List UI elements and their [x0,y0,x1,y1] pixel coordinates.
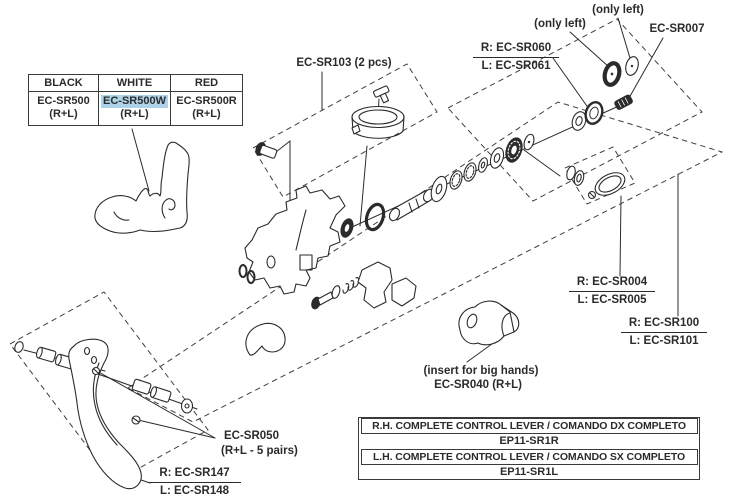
color-header-red: RED [171,75,242,92]
clamp-bolt-drawing [255,142,278,159]
label-ec-sr050: EC-SR050 [224,430,279,442]
pivot-linkage-drawing [311,261,417,310]
leader-hood [131,128,150,192]
lever-table-row-rh-code: EP11-SR1R [499,435,559,448]
pair-note: (R+L) [192,108,221,120]
color-cell-black: EC-SR500 (R+L) [29,92,99,125]
leader-sr060 [552,57,590,110]
label-ec-sr103: EC-SR103 (2 pcs) [296,57,392,69]
sr004-parts-drawing [566,165,626,200]
color-variants-table: BLACK WHITE RED EC-SR500 (R+L) EC-SR500W… [28,74,243,126]
group-box-lever [9,291,209,483]
leader-gear-to-sr004-box [523,149,561,177]
leader-sr007 [628,37,664,99]
complete-lever-table: R.H. COMPLETE CONTROL LEVER / COMANDO DX… [358,417,700,480]
color-cell-red: EC-SR500R (R+L) [171,92,242,125]
part-code: EC-SR500 [37,95,90,107]
label-ec-sr100: R: EC-SR100 [621,317,707,334]
leader-sr004 [619,195,622,277]
label-ec-sr147-148: R: EC-SR147 L: EC-SR148 [148,467,241,499]
axle-bolt-drawing [388,188,435,222]
label-ec-sr060: R: EC-SR060 [473,42,559,59]
leader-lines [96,17,679,484]
leader-sr050-a [137,419,216,439]
color-header-white: WHITE [99,75,171,92]
label-ec-sr101: L: EC-SR101 [629,334,699,347]
leader-sr050-b [96,370,216,439]
label-ec-sr004: R: EC-SR004 [569,276,655,293]
leader-clamp-bracket-b [359,145,368,227]
label-ec-sr004-005: R: EC-SR004 L: EC-SR005 [569,276,655,308]
part-code: EC-SR500R [176,95,237,107]
lever-table-row-lh-title: L.H. COMPLETE CONTROL LEVER / COMANDO SX… [360,448,698,465]
bracket-body-drawing [238,185,346,295]
label-ec-sr050-block: EC-SR050 (R+L - 5 pairs) [221,429,298,459]
only-left-discs-drawing [602,56,639,87]
label-ec-sr147: R: EC-SR147 [148,467,241,484]
hook-link-drawing [245,322,286,356]
lever-blade-drawing [14,338,198,490]
pair-note: (R+L) [120,108,149,120]
label-only-left-top: (only left) [592,4,644,16]
label-insert-note: (insert for big hands) [423,365,539,377]
label-ec-sr061: L: EC-SR061 [481,59,551,72]
hood-cover-drawing [94,141,190,234]
washer-stack-drawing [340,133,535,238]
leader-only-left-top [617,17,631,59]
sr060-washers-drawing [571,101,604,131]
group-box-clamp [252,63,438,198]
pair-note: (R+L) [49,108,78,120]
parts-drawings [14,56,639,490]
label-ec-sr005: L: EC-SR005 [577,293,647,306]
leader-clamp-bracket-a [275,139,291,219]
label-ec-sr148: L: EC-SR148 [159,484,230,497]
color-header-black: BLACK [29,75,99,92]
lever-table-row-rh-title: R.H. COMPLETE CONTROL LEVER / COMANDO DX… [360,418,698,435]
insert-part-drawing [458,300,520,346]
leader-only-left-mid [569,31,610,68]
label-ec-sr050-qty: (R+L - 5 pairs) [221,445,298,457]
label-ec-sr007: EC-SR007 [649,23,705,35]
label-ec-sr100-101: R: EC-SR100 L: EC-SR101 [621,317,707,349]
color-cell-white: EC-SR500W (R+L) [99,92,171,125]
group-box-top-right [447,18,703,202]
label-ec-sr040: EC-SR040 (R+L) [434,379,522,391]
sr007-bolt-drawing [614,94,633,110]
clamp-band-drawing [351,85,405,139]
lever-table-row-lh-code: EP11-SR1L [499,465,559,478]
label-ec-sr060-061: R: EC-SR060 L: EC-SR061 [473,42,559,74]
part-code-highlighted: EC-SR500W [101,95,168,108]
label-only-left-mid: (only left) [534,18,586,30]
